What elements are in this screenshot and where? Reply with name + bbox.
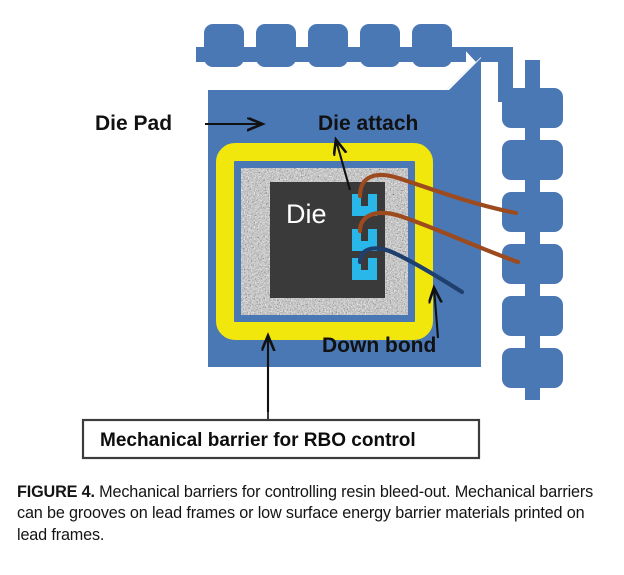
bond-wires [357,172,521,265]
bond-pads [352,194,377,280]
down-bond-wire [357,246,465,295]
mechanical-barrier-box [81,418,481,460]
bond-wire-2 [357,210,521,265]
corner-tie-bar [462,47,513,102]
down-bond-callout: Down bond [322,288,438,357]
bond-wire-1 [357,172,519,216]
mechanical-barrier-ring [216,143,433,340]
die-pad-callout: Die Pad [95,112,262,135]
lead-frame-diagram: Die Die Pad Die at [81,24,563,460]
die-attach-arrow [336,140,352,191]
top-lead-3 [308,24,348,67]
figure-number: FIGURE 4. [17,483,95,501]
right-lead-6 [502,348,563,388]
bond-pad-2 [352,229,377,251]
die-label: Die [286,199,327,229]
top-lead-2 [256,24,296,67]
die-pad-label: Die Pad [95,112,172,135]
right-lead-4 [502,244,563,284]
bond-pad-3 [352,258,377,280]
down-bond-path [357,246,465,295]
top-lead-4 [360,24,400,67]
right-lead-3 [502,192,563,232]
down-bond-arrow [434,288,438,339]
mechanical-barrier-callout: Mechanical barrier for RBO control [81,336,481,460]
right-lead-2 [502,140,563,180]
right-lead-column [502,60,563,400]
top-lead-1 [204,24,244,67]
die-attach-callout: Die attach [318,112,418,191]
tie-bar-elbow [462,47,513,102]
right-lead-5 [502,296,563,336]
right-lead-1 [502,88,563,128]
bond-pad-1 [352,194,377,216]
top-lead-row [196,24,466,67]
figure-caption-text: Mechanical barriers for controlling resi… [17,483,594,544]
die-attach-label: Die attach [318,112,418,135]
mechanical-barrier-text: Mechanical barrier for RBO control [100,430,416,451]
figure-illustration: Die Die Pad Die at [81,24,563,460]
top-lead-5 [412,24,452,67]
down-bond-label: Down bond [322,334,436,357]
figure-caption: FIGURE 4. Mechanical barriers for contro… [17,482,611,546]
